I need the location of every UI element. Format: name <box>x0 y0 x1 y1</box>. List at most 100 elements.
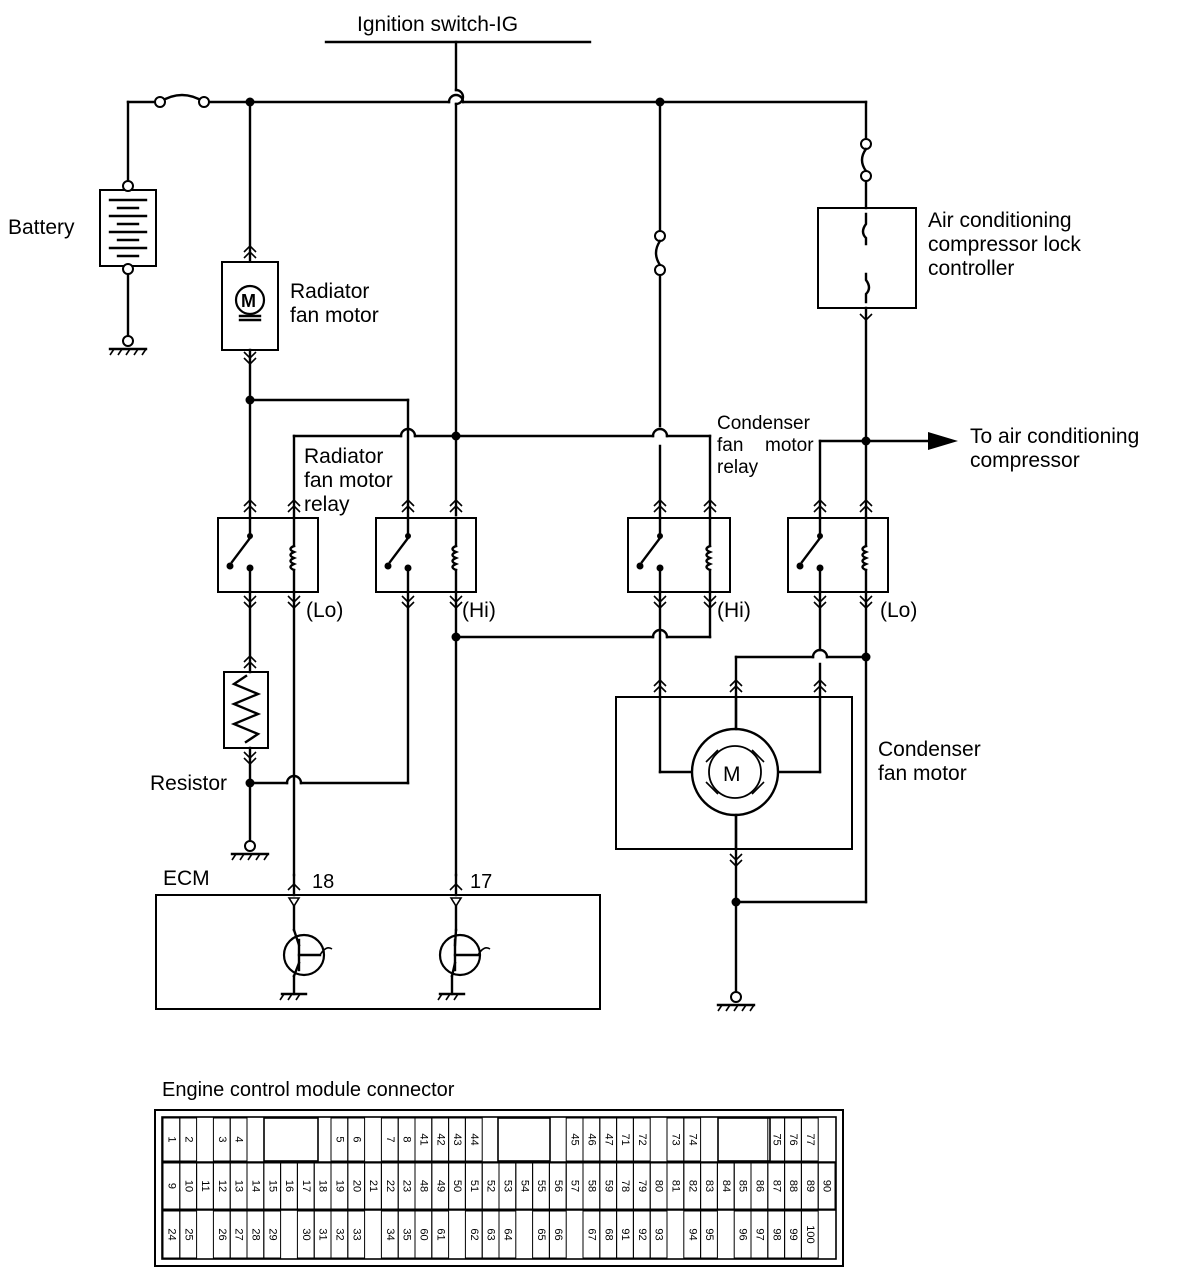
relay-condenser-hi <box>627 516 731 594</box>
condenser-relay-label-2: fan <box>717 435 743 456</box>
connector-pin-number: 23 <box>401 1180 413 1192</box>
connector-pin-number: 30 <box>300 1228 312 1240</box>
connector-pin-number: 2 <box>182 1136 194 1142</box>
connector-pin-number: 41 <box>417 1133 429 1145</box>
connector-pin-number: 78 <box>619 1180 631 1192</box>
connector-pin-number: 94 <box>686 1228 698 1240</box>
connector-pin-number: 58 <box>585 1180 597 1192</box>
connector-pin-number: 6 <box>350 1136 362 1142</box>
radiator-motor-symbol: M <box>241 291 256 311</box>
connector-pin-number: 24 <box>165 1228 177 1240</box>
connector-pin-number: 13 <box>233 1180 245 1192</box>
connector-pin-number: 75 <box>770 1133 782 1145</box>
connector-pin-number: 71 <box>619 1133 631 1145</box>
ac-lock-controller-label-2: compressor lock <box>928 233 1081 256</box>
connector-pin-number: 42 <box>434 1133 446 1145</box>
condenser-motor-symbol: M <box>723 763 741 786</box>
resistor-icon <box>223 671 269 749</box>
connector-cell <box>347 1117 366 1162</box>
connector-cell <box>649 1210 668 1259</box>
connector-pin-number: 64 <box>501 1228 513 1240</box>
connector-cell <box>431 1210 450 1259</box>
connector-pin-number: 49 <box>434 1180 446 1192</box>
connector-pin-number: 61 <box>434 1228 446 1240</box>
connector-pin-number: 62 <box>468 1228 480 1240</box>
ac-lock-controller-label-1: Air conditioning <box>928 209 1072 232</box>
connector-pin-number: 59 <box>602 1180 614 1192</box>
connector-pin-number: 46 <box>585 1133 597 1145</box>
relay-2-speed-label: (Hi) <box>462 599 496 622</box>
battery-label: Battery <box>8 216 75 239</box>
connector-pin-number: 72 <box>636 1133 648 1145</box>
connector-pin-number: 60 <box>417 1228 429 1240</box>
connector-pin-number: 56 <box>552 1180 564 1192</box>
connector-pin-number: 85 <box>737 1180 749 1192</box>
ecm-label: ECM <box>163 867 210 890</box>
connector-pin-number: 74 <box>686 1133 698 1145</box>
connector-title: Engine control module connector <box>162 1079 455 1101</box>
relay-4-speed-label: (Lo) <box>880 599 917 622</box>
to-ac-compressor-label-1: To air conditioning <box>970 425 1139 448</box>
fuse-icons <box>154 96 872 276</box>
connector-pin-number: 90 <box>821 1180 833 1192</box>
connector-pin-number: 52 <box>485 1180 497 1192</box>
connector-pin-number: 67 <box>585 1228 597 1240</box>
connector-cell <box>800 1210 819 1259</box>
ground-icon <box>108 335 148 356</box>
connector-pin-number: 35 <box>401 1228 413 1240</box>
connector-pin-number: 12 <box>216 1180 228 1192</box>
ecm-connector <box>154 1109 844 1267</box>
connector-pin-number: 10 <box>182 1180 194 1192</box>
connector-pin-number: 79 <box>636 1180 648 1192</box>
relay-radiator-lo <box>217 516 319 594</box>
connector-cell <box>498 1210 517 1259</box>
connector-pin-number: 97 <box>753 1228 765 1240</box>
connector-cell <box>683 1117 702 1162</box>
connector-pin-number: 45 <box>569 1133 581 1145</box>
connector-pin-number: 22 <box>384 1180 396 1192</box>
connector-pin-number: 21 <box>367 1180 379 1192</box>
connector-pin-number: 88 <box>787 1180 799 1192</box>
connector-pin-number: 27 <box>233 1228 245 1240</box>
condenser-fan-motor-box: M <box>615 695 853 851</box>
condenser-relay-label-1: Condenser <box>717 413 811 434</box>
connector-pin-number: 83 <box>703 1180 715 1192</box>
battery-icon <box>99 180 157 275</box>
connector-pin-number: 89 <box>804 1180 816 1192</box>
connector-pin-number: 1 <box>165 1136 177 1142</box>
connector-pin-number: 11 <box>199 1180 211 1191</box>
connector-pin-number: 98 <box>770 1228 782 1240</box>
connector-pin-number: 68 <box>602 1228 614 1240</box>
condenser-fan-motor-label-1: Condenser <box>878 738 981 761</box>
connector-pin-number: 95 <box>703 1228 715 1240</box>
connector-cell <box>263 1210 282 1259</box>
ecm-pin-17-label: 17 <box>470 871 492 893</box>
connector-cell <box>347 1210 366 1259</box>
ignition-switch-label: Ignition switch-IG <box>357 13 518 36</box>
radiator-relay-label-2: fan motor <box>304 469 393 492</box>
connector-pin-number: 54 <box>518 1180 530 1192</box>
radiator-relay-label-1: Radiator <box>304 445 383 468</box>
connector-cell <box>632 1117 651 1162</box>
ground-icon <box>716 991 756 1012</box>
connector-pin-number: 34 <box>384 1228 396 1240</box>
connector-pin-number: 44 <box>468 1133 480 1145</box>
connector-pin-number: 15 <box>266 1180 278 1192</box>
connector-pin-number: 25 <box>182 1228 194 1240</box>
to-ac-compressor-label-2: compressor <box>970 449 1080 472</box>
connector-pin-number: 3 <box>216 1136 228 1142</box>
connector-pin-number: 8 <box>401 1136 413 1142</box>
condenser-fan-motor-label-2: fan motor <box>878 762 967 785</box>
connector-pin-number: 55 <box>535 1180 547 1192</box>
connector-pin-number: 32 <box>333 1228 345 1240</box>
ac-lock-controller-label-3: controller <box>928 257 1014 280</box>
relay-3-speed-label: (Hi) <box>717 599 751 622</box>
radiator-fan-motor-icon: M <box>221 261 279 351</box>
connector-pin-number: 48 <box>417 1180 429 1192</box>
connector-cell <box>700 1210 718 1259</box>
connector-pin-number: 43 <box>451 1133 463 1145</box>
radiator-fan-motor-label-2: fan motor <box>290 304 379 327</box>
connector-pin-number: 84 <box>720 1180 732 1192</box>
connector-pin-number: 28 <box>249 1228 261 1240</box>
